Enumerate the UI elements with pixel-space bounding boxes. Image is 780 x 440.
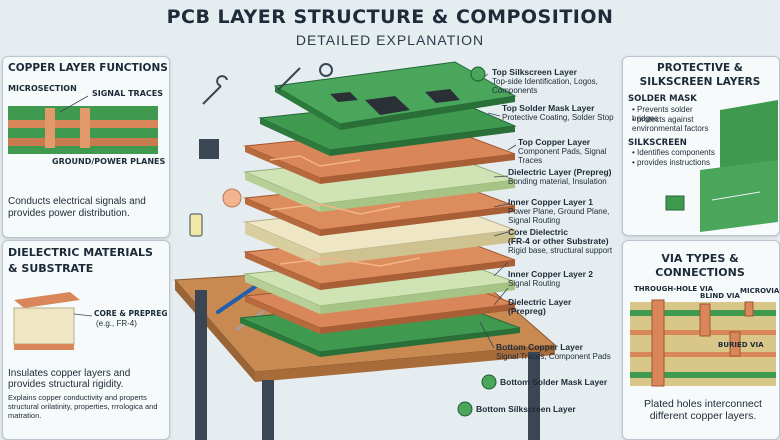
layer-label-bottom-silkscreen: Bottom Silkscreen Layer xyxy=(476,404,576,414)
copper-panel-description: Conducts electrical signals and provides… xyxy=(8,196,146,219)
via-description: Plated holes interconnect different copp… xyxy=(644,398,762,422)
layer-stack xyxy=(239,61,521,357)
signal-traces-label: SIGNAL TRACES xyxy=(92,89,163,98)
layer-label-core: Core Dielectric(FR-4 or other Substrate)… xyxy=(508,227,613,256)
silkscreen-bullet-1: • Identifies components xyxy=(632,148,715,157)
microvia-label: MICROVIA xyxy=(740,287,780,295)
tool-icons xyxy=(199,63,334,159)
chip-left xyxy=(330,92,358,102)
buried-via xyxy=(729,331,741,357)
wrench-icon xyxy=(202,75,228,105)
dielectric-title-2: & SUBSTRATE xyxy=(8,262,94,275)
table-leg-right xyxy=(528,352,540,440)
dielectric-description: Insulates copper layers and provides str… xyxy=(8,368,131,390)
dielectric-detail: Explains copper conductivity and propert… xyxy=(8,393,158,420)
table-leg-mid xyxy=(262,380,274,440)
component-icon xyxy=(189,213,203,237)
protective-title-1: PROTECTIVE & xyxy=(657,62,743,74)
protective-title-2: SILKSCREEN LAYERS xyxy=(639,76,761,88)
chip-icon xyxy=(199,139,219,159)
chip-right xyxy=(425,89,460,103)
via-title-2: CONNECTIONS xyxy=(655,266,745,279)
microsection-label: MICROSECTION xyxy=(8,84,77,93)
through-hole-label: THROUGH-HOLE VIA xyxy=(634,285,714,293)
layer-label-prepreg-lower: Dielectric Layer(Prepreg) xyxy=(508,297,572,316)
through-hole-via xyxy=(651,299,665,387)
page-subtitle: DETAILED EXPLANATION xyxy=(295,32,485,48)
solder-mask-heading: SOLDER MASK xyxy=(628,94,697,104)
gear-icon xyxy=(319,63,334,77)
chip-main xyxy=(365,96,410,115)
screwdriver-icon xyxy=(216,280,264,314)
silkscreen-heading: SILKSCREEN xyxy=(628,138,687,148)
layer-label-prepreg: Dielectric Layer (Prepreg)Bonding materi… xyxy=(508,167,612,187)
solder-mask-bullet-1: • Prevents solder bridges xyxy=(632,105,693,123)
core-prepreg-sublabel: (e.g., FR-4) xyxy=(96,319,137,328)
layer-label-bottom-solder-mask: Bottom Solder Mask Layer xyxy=(500,377,608,387)
table-front xyxy=(255,345,555,382)
copper-panel-title: COPPER LAYER FUNCTIONS xyxy=(8,62,168,74)
dielectric-title-1: DIELECTRIC MATERIALS xyxy=(8,246,153,259)
ground-power-label: GROUND/POWER PLANES xyxy=(52,157,166,166)
solder-mask-bullet-2: • protects against environmental factors xyxy=(632,115,709,133)
pen-icon xyxy=(277,67,301,91)
buried-via-label: BURIED VIA xyxy=(718,341,764,349)
page-title: PCB LAYER STRUCTURE & COMPOSITION xyxy=(166,6,614,28)
core-prepreg-label: CORE & PREPREG xyxy=(94,309,168,318)
top-silkscreen-dot xyxy=(470,66,486,82)
bottom-silk-dot xyxy=(457,401,473,417)
bandage-icon xyxy=(222,188,242,208)
microvia xyxy=(744,301,754,317)
blind-via xyxy=(699,303,711,337)
table-leg-left xyxy=(195,290,207,440)
bottom-mask-dot xyxy=(481,374,497,390)
blind-via-label: BLIND VIA xyxy=(700,292,740,300)
silkscreen-bullet-2: • provides instructions xyxy=(632,158,710,167)
via-title-1: VIA TYPES & xyxy=(661,252,739,265)
